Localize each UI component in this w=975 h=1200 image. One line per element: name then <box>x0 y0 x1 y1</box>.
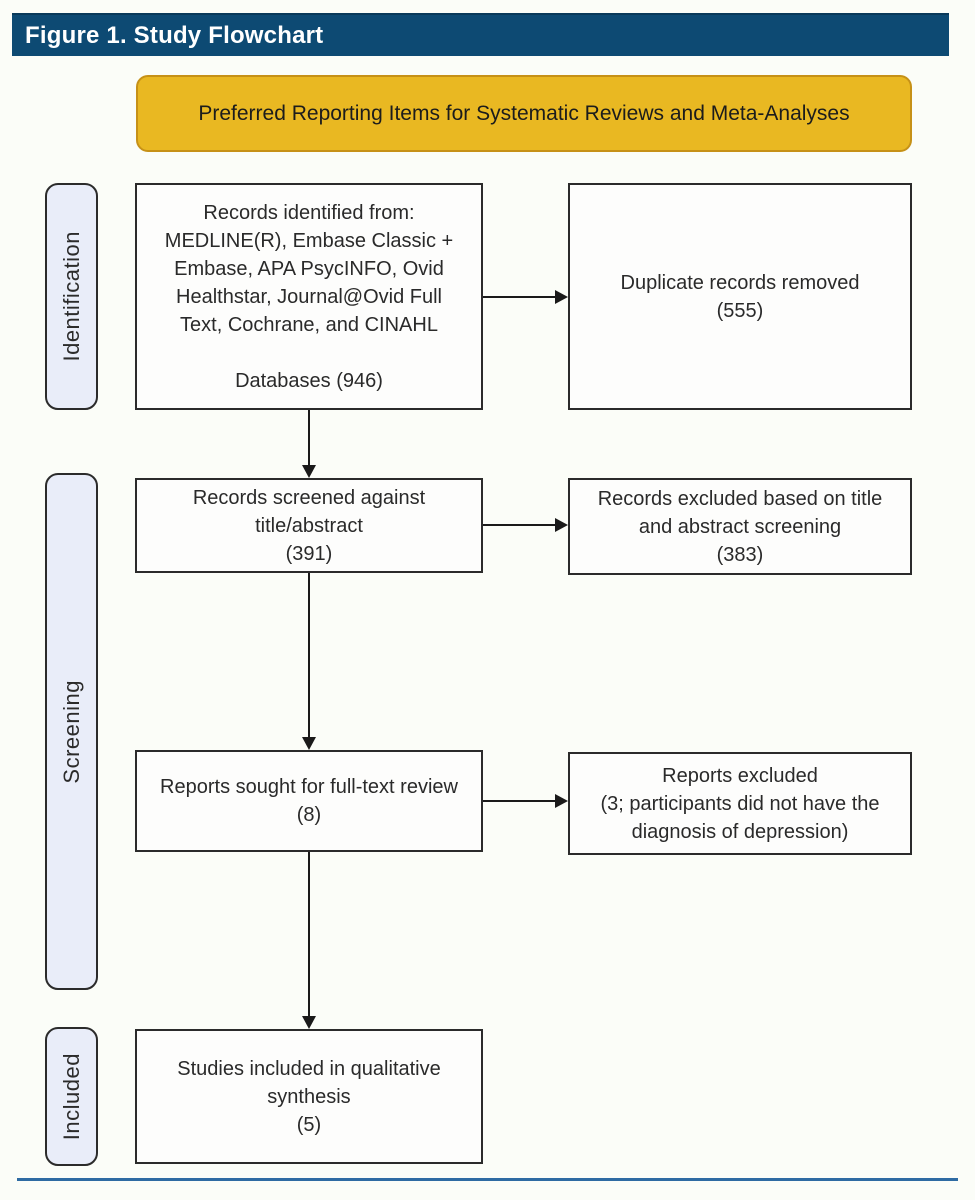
figure-bottom-rule <box>17 1178 958 1181</box>
arrow-screened-to-excluded-line <box>483 524 556 526</box>
arrow-screened-to-excluded-head-icon <box>555 518 568 532</box>
flow-box-duplicates-removed-text: Duplicate records removed (555) <box>620 271 860 322</box>
arrow-screened-to-fulltext-line <box>308 573 310 737</box>
flow-box-records-screened-text: Records screened against title/abstract … <box>192 486 426 565</box>
arrow-fulltext-to-included-line <box>308 852 310 1016</box>
flow-box-records-screened: Records screened against title/abstract … <box>135 478 483 573</box>
flow-box-fulltext-review: Reports sought for full-text review (8) <box>135 750 483 852</box>
arrow-fulltext-to-excluded-head-icon <box>555 794 568 808</box>
arrow-identified-to-duplicates-line <box>483 296 556 298</box>
flow-box-fulltext-review-text: Reports sought for full-text review (8) <box>160 776 458 826</box>
arrow-identified-to-screened-line <box>308 410 310 465</box>
arrow-fulltext-to-included-head-icon <box>302 1016 316 1029</box>
prisma-banner: Preferred Reporting Items for Systematic… <box>136 75 912 152</box>
flow-box-duplicates-removed: Duplicate records removed (555) <box>568 183 912 410</box>
figure-title: Figure 1. Study Flowchart <box>25 21 324 49</box>
arrow-identified-to-screened-head-icon <box>302 465 316 478</box>
flow-box-included-synthesis: Studies included in qualitative synthesi… <box>135 1029 483 1164</box>
flow-box-excluded-title-abstract: Records excluded based on title and abst… <box>568 478 912 575</box>
stage-label-included: Included <box>45 1027 98 1166</box>
arrow-fulltext-to-excluded-line <box>483 800 556 802</box>
flow-box-reports-excluded-text: Reports excluded (3; participants did no… <box>600 764 880 843</box>
stage-label-screening: Screening <box>45 473 98 990</box>
stage-label-identification-text: Identification <box>58 231 84 362</box>
arrow-identified-to-duplicates-head-icon <box>555 290 568 304</box>
stage-label-identification: Identification <box>45 183 98 410</box>
flow-box-included-synthesis-text: Studies included in qualitative synthesi… <box>177 1057 441 1136</box>
figure-title-bar: Figure 1. Study Flowchart <box>12 13 949 56</box>
flow-box-reports-excluded: Reports excluded (3; participants did no… <box>568 752 912 855</box>
prisma-banner-text: Preferred Reporting Items for Systematic… <box>198 101 850 125</box>
stage-label-included-text: Included <box>58 1052 84 1141</box>
arrow-screened-to-fulltext-head-icon <box>302 737 316 750</box>
stage-label-screening-text: Screening <box>58 679 84 784</box>
flow-box-records-identified-text: Records identified from: MEDLINE(R), Emb… <box>164 201 454 392</box>
flow-box-excluded-title-abstract-text: Records excluded based on title and abst… <box>597 487 883 566</box>
flow-box-records-identified: Records identified from: MEDLINE(R), Emb… <box>135 183 483 410</box>
